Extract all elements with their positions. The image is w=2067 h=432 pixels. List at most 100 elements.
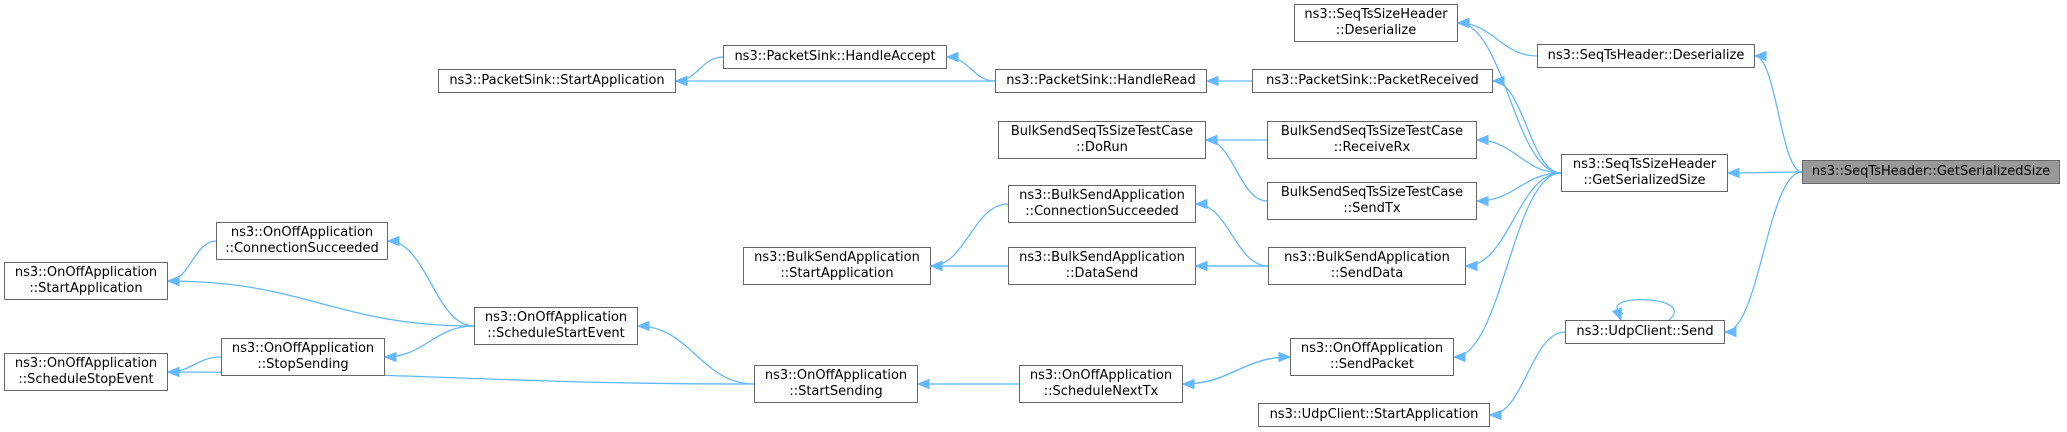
node-label-line: ns3::OnOffApplication: [14, 265, 158, 280]
node-onoffapplication-stopsending[interactable]: ns3::OnOffApplication ::StopSending: [221, 338, 385, 376]
edge-arrowhead: [166, 275, 180, 287]
node-seqtsheader-deserialize[interactable]: ns3::SeqTsHeader::Deserialize: [1537, 44, 1755, 68]
node-label-line: ns3::BulkSendApplication: [754, 250, 920, 265]
node-packetsink-packetreceived[interactable]: ns3::PacketSink::PacketReceived: [1252, 69, 1493, 93]
edge-oo_snt-to-oo_sp: [1182, 356, 1291, 385]
edge-arrowhead: [929, 260, 943, 272]
node-label-line: ::StartSending: [789, 384, 883, 399]
node-label-line: ns3::BulkSendApplication: [1284, 250, 1450, 265]
node-label-line: ::ScheduleStartEvent: [487, 326, 625, 341]
node-label-line: ::DataSend: [1065, 266, 1139, 281]
node-seqtsheader-getserializedsize: ns3::SeqTsHeader::GetSerializedSize: [1802, 160, 2060, 184]
node-label-line: ns3::BulkSendApplication: [1019, 250, 1185, 265]
edge-arrowhead: [1726, 167, 1740, 179]
node-label-line: ns3::SeqTsHeader::GetSerializedSize: [1811, 164, 2051, 179]
edge-ps_ha-to-ps_sa: [675, 56, 724, 82]
edge-gss_root-to-udp_send: [1724, 171, 1803, 333]
node-label-line: ::StartApplication: [780, 266, 894, 281]
edge-arrowhead: [1278, 351, 1292, 363]
node-onoffapplication-schedulestopevent[interactable]: ns3::OnOffApplication ::ScheduleStopEven…: [4, 353, 168, 391]
edge-arrowhead: [1488, 409, 1502, 421]
node-label-line: ::ScheduleStopEvent: [18, 372, 154, 387]
node-onoffapplication-schedulenexttx[interactable]: ns3::OnOffApplication ::ScheduleNextTx: [1019, 365, 1183, 403]
node-label-line: ns3::OnOffApplication: [230, 225, 374, 240]
edge-oo_sse-to-oo_sa: [167, 280, 475, 327]
node-label-line: ::ScheduleNextTx: [1043, 384, 1159, 399]
edge-arrowhead: [1753, 50, 1767, 62]
edge-oo_sse-to-oo_stop: [384, 325, 475, 358]
node-bulksendapplication-datasend[interactable]: ns3::BulkSendApplication ::DataSend: [1008, 247, 1196, 285]
edge-sts_gss-to-bsa_sd: [1465, 172, 1562, 267]
node-label-line: ::ConnectionSucceeded: [225, 241, 379, 256]
node-udpclient-startapplication[interactable]: ns3::UdpClient::StartApplication: [1258, 403, 1490, 427]
node-label-line: BulkSendSeqTsSizeTestCase: [1010, 124, 1194, 139]
node-onoffapplication-startapplication[interactable]: ns3::OnOffApplication ::StartApplication: [4, 262, 168, 300]
node-label-line: ns3::OnOffApplication: [484, 310, 628, 325]
node-label-line: BulkSendSeqTsSizeTestCase: [1280, 124, 1464, 139]
node-bulksendseqtssizetestcase-receiverx[interactable]: BulkSendSeqTsSizeTestCase ::ReceiveRx: [1267, 121, 1477, 159]
edge-bsa_cs-to-bsa_sa: [930, 203, 1009, 267]
node-label-line: BulkSendSeqTsSizeTestCase: [1280, 185, 1464, 200]
node-label-line: ::StartApplication: [29, 281, 143, 296]
edge-udp_send-to-udp_start: [1489, 331, 1566, 416]
node-label-line: ns3::PacketSink::StartApplication: [449, 73, 665, 88]
node-onoffapplication-startsending[interactable]: ns3::OnOffApplication ::StartSending: [754, 365, 918, 403]
node-label-line: ns3::OnOffApplication: [14, 356, 158, 371]
node-label-line: ::Deserialize: [1335, 23, 1417, 38]
edge-oo_sse-to-oo_cs: [387, 240, 475, 327]
node-label-line: ns3::SeqTsSizeHeader: [1572, 157, 1717, 172]
node-label-line: ::SendPacket: [1329, 357, 1415, 372]
node-packetsink-handleaccept[interactable]: ns3::PacketSink::HandleAccept: [723, 45, 947, 69]
node-bulksendseqtssizetestcase-sendtx[interactable]: BulkSendSeqTsSizeTestCase ::SendTx: [1267, 182, 1477, 220]
node-onoffapplication-schedulestartevent[interactable]: ns3::OnOffApplication ::ScheduleStartEve…: [474, 307, 638, 345]
edge-ps_hr-to-ps_ha: [946, 56, 996, 82]
edge-bsa_sd-to-bsa_cs: [1195, 203, 1269, 267]
node-label-line: ::GetSerializedSize: [1583, 173, 1706, 188]
node-packetsink-handleread[interactable]: ns3::PacketSink::HandleRead: [995, 69, 1207, 93]
edge-udp_send-to-udp_send: [1616, 299, 1675, 321]
node-bulksendseqtssizetestcase-dorun[interactable]: BulkSendSeqTsSizeTestCase ::DoRun: [998, 121, 1206, 159]
node-label-line: ns3::BulkSendApplication: [1019, 188, 1185, 203]
node-bulksendapplication-connectionsucceeded[interactable]: ns3::BulkSendApplication ::ConnectionSuc…: [1008, 185, 1196, 223]
node-label-line: ns3::UdpClient::Send: [1576, 324, 1714, 339]
edge-bst_tx-to-bst_run: [1205, 139, 1268, 202]
node-label-line: ns3::SeqTsHeader::Deserialize: [1547, 48, 1745, 63]
edge-arrowhead: [1475, 195, 1489, 207]
edge-arrowhead: [166, 366, 180, 378]
node-label-line: ::StopSending: [257, 357, 349, 372]
node-seqtssizeheader-deserialize[interactable]: ns3::SeqTsSizeHeader ::Deserialize: [1294, 4, 1458, 42]
edge-arrowhead: [386, 235, 400, 247]
node-label-line: ns3::PacketSink::HandleAccept: [734, 49, 936, 64]
edge-oo_cs-to-oo_sa: [167, 240, 217, 282]
edge-arrowhead: [1723, 326, 1737, 338]
node-label-line: ::ReceiveRx: [1333, 140, 1411, 155]
node-bulksendapplication-senddata[interactable]: ns3::BulkSendApplication ::SendData: [1268, 247, 1466, 285]
node-label-line: ns3::UdpClient::StartApplication: [1269, 407, 1479, 422]
node-onoffapplication-connectionsucceeded[interactable]: ns3::OnOffApplication ::ConnectionSuccee…: [216, 222, 388, 260]
edge-arrowhead: [1464, 260, 1478, 272]
node-label-line: ns3::SeqTsSizeHeader: [1304, 7, 1448, 22]
node-seqtssizeheader-getserializedsize[interactable]: ns3::SeqTsSizeHeader ::GetSerializedSize: [1561, 154, 1728, 192]
edge-sts_gss-to-bst_rx: [1476, 139, 1562, 174]
node-label-line: ns3::OnOffApplication: [764, 368, 908, 383]
node-udpclient-send[interactable]: ns3::UdpClient::Send: [1565, 320, 1725, 344]
node-label-line: ::DoRun: [1076, 140, 1128, 155]
edge-arrowhead: [1204, 134, 1218, 146]
edge-arrowhead: [916, 378, 930, 390]
node-bulksendapplication-startapplication[interactable]: ns3::BulkSendApplication ::StartApplicat…: [743, 247, 931, 285]
node-label-line: ns3::OnOffApplication: [1029, 368, 1173, 383]
edge-sts_gss-to-ps_pr: [1492, 80, 1562, 174]
node-label-line: ns3::OnOffApplication: [231, 341, 375, 356]
edge-arrowhead: [1452, 351, 1466, 363]
edge-sts_gss-to-sts_deser: [1457, 22, 1562, 174]
node-packetsink-startapplication[interactable]: ns3::PacketSink::StartApplication: [438, 69, 676, 93]
edge-gss_root-to-st_deser: [1754, 55, 1803, 173]
node-label-line: ns3::OnOffApplication: [1300, 341, 1444, 356]
edge-arrowhead: [1491, 75, 1505, 87]
edge-arrowhead: [1205, 75, 1219, 87]
edge-st_deser-to-sts_deser: [1457, 22, 1538, 57]
node-onoffapplication-sendpacket[interactable]: ns3::OnOffApplication ::SendPacket: [1290, 338, 1454, 376]
edge-arrowhead: [383, 351, 397, 363]
node-label-line: ns3::PacketSink::PacketReceived: [1266, 73, 1479, 88]
